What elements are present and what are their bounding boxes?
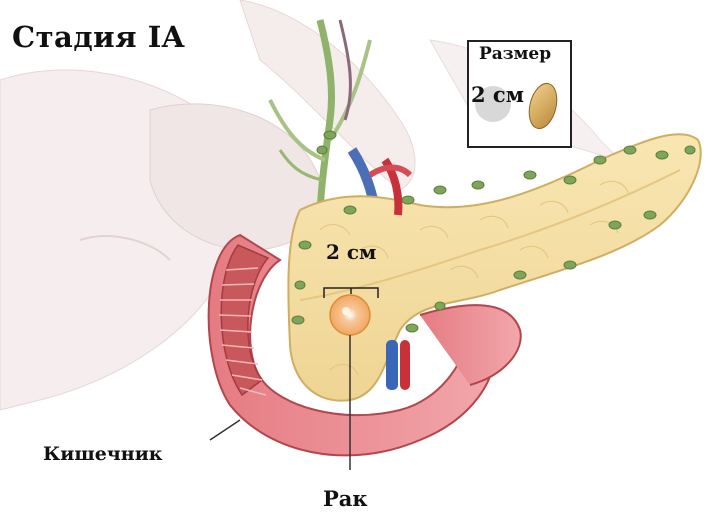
tumor: [330, 295, 370, 335]
size-box-value: 2 см: [471, 82, 524, 107]
cancer-label: Рак: [323, 486, 368, 511]
tumor-size-label: 2 см: [326, 240, 376, 264]
size-reference-seed: [525, 81, 561, 132]
size-box-title: Размер: [479, 44, 551, 64]
stage-title: Стадия IA: [12, 20, 185, 54]
intestine-label: Кишечник: [43, 443, 163, 465]
size-reference-box: Размер 2 см: [467, 40, 572, 148]
